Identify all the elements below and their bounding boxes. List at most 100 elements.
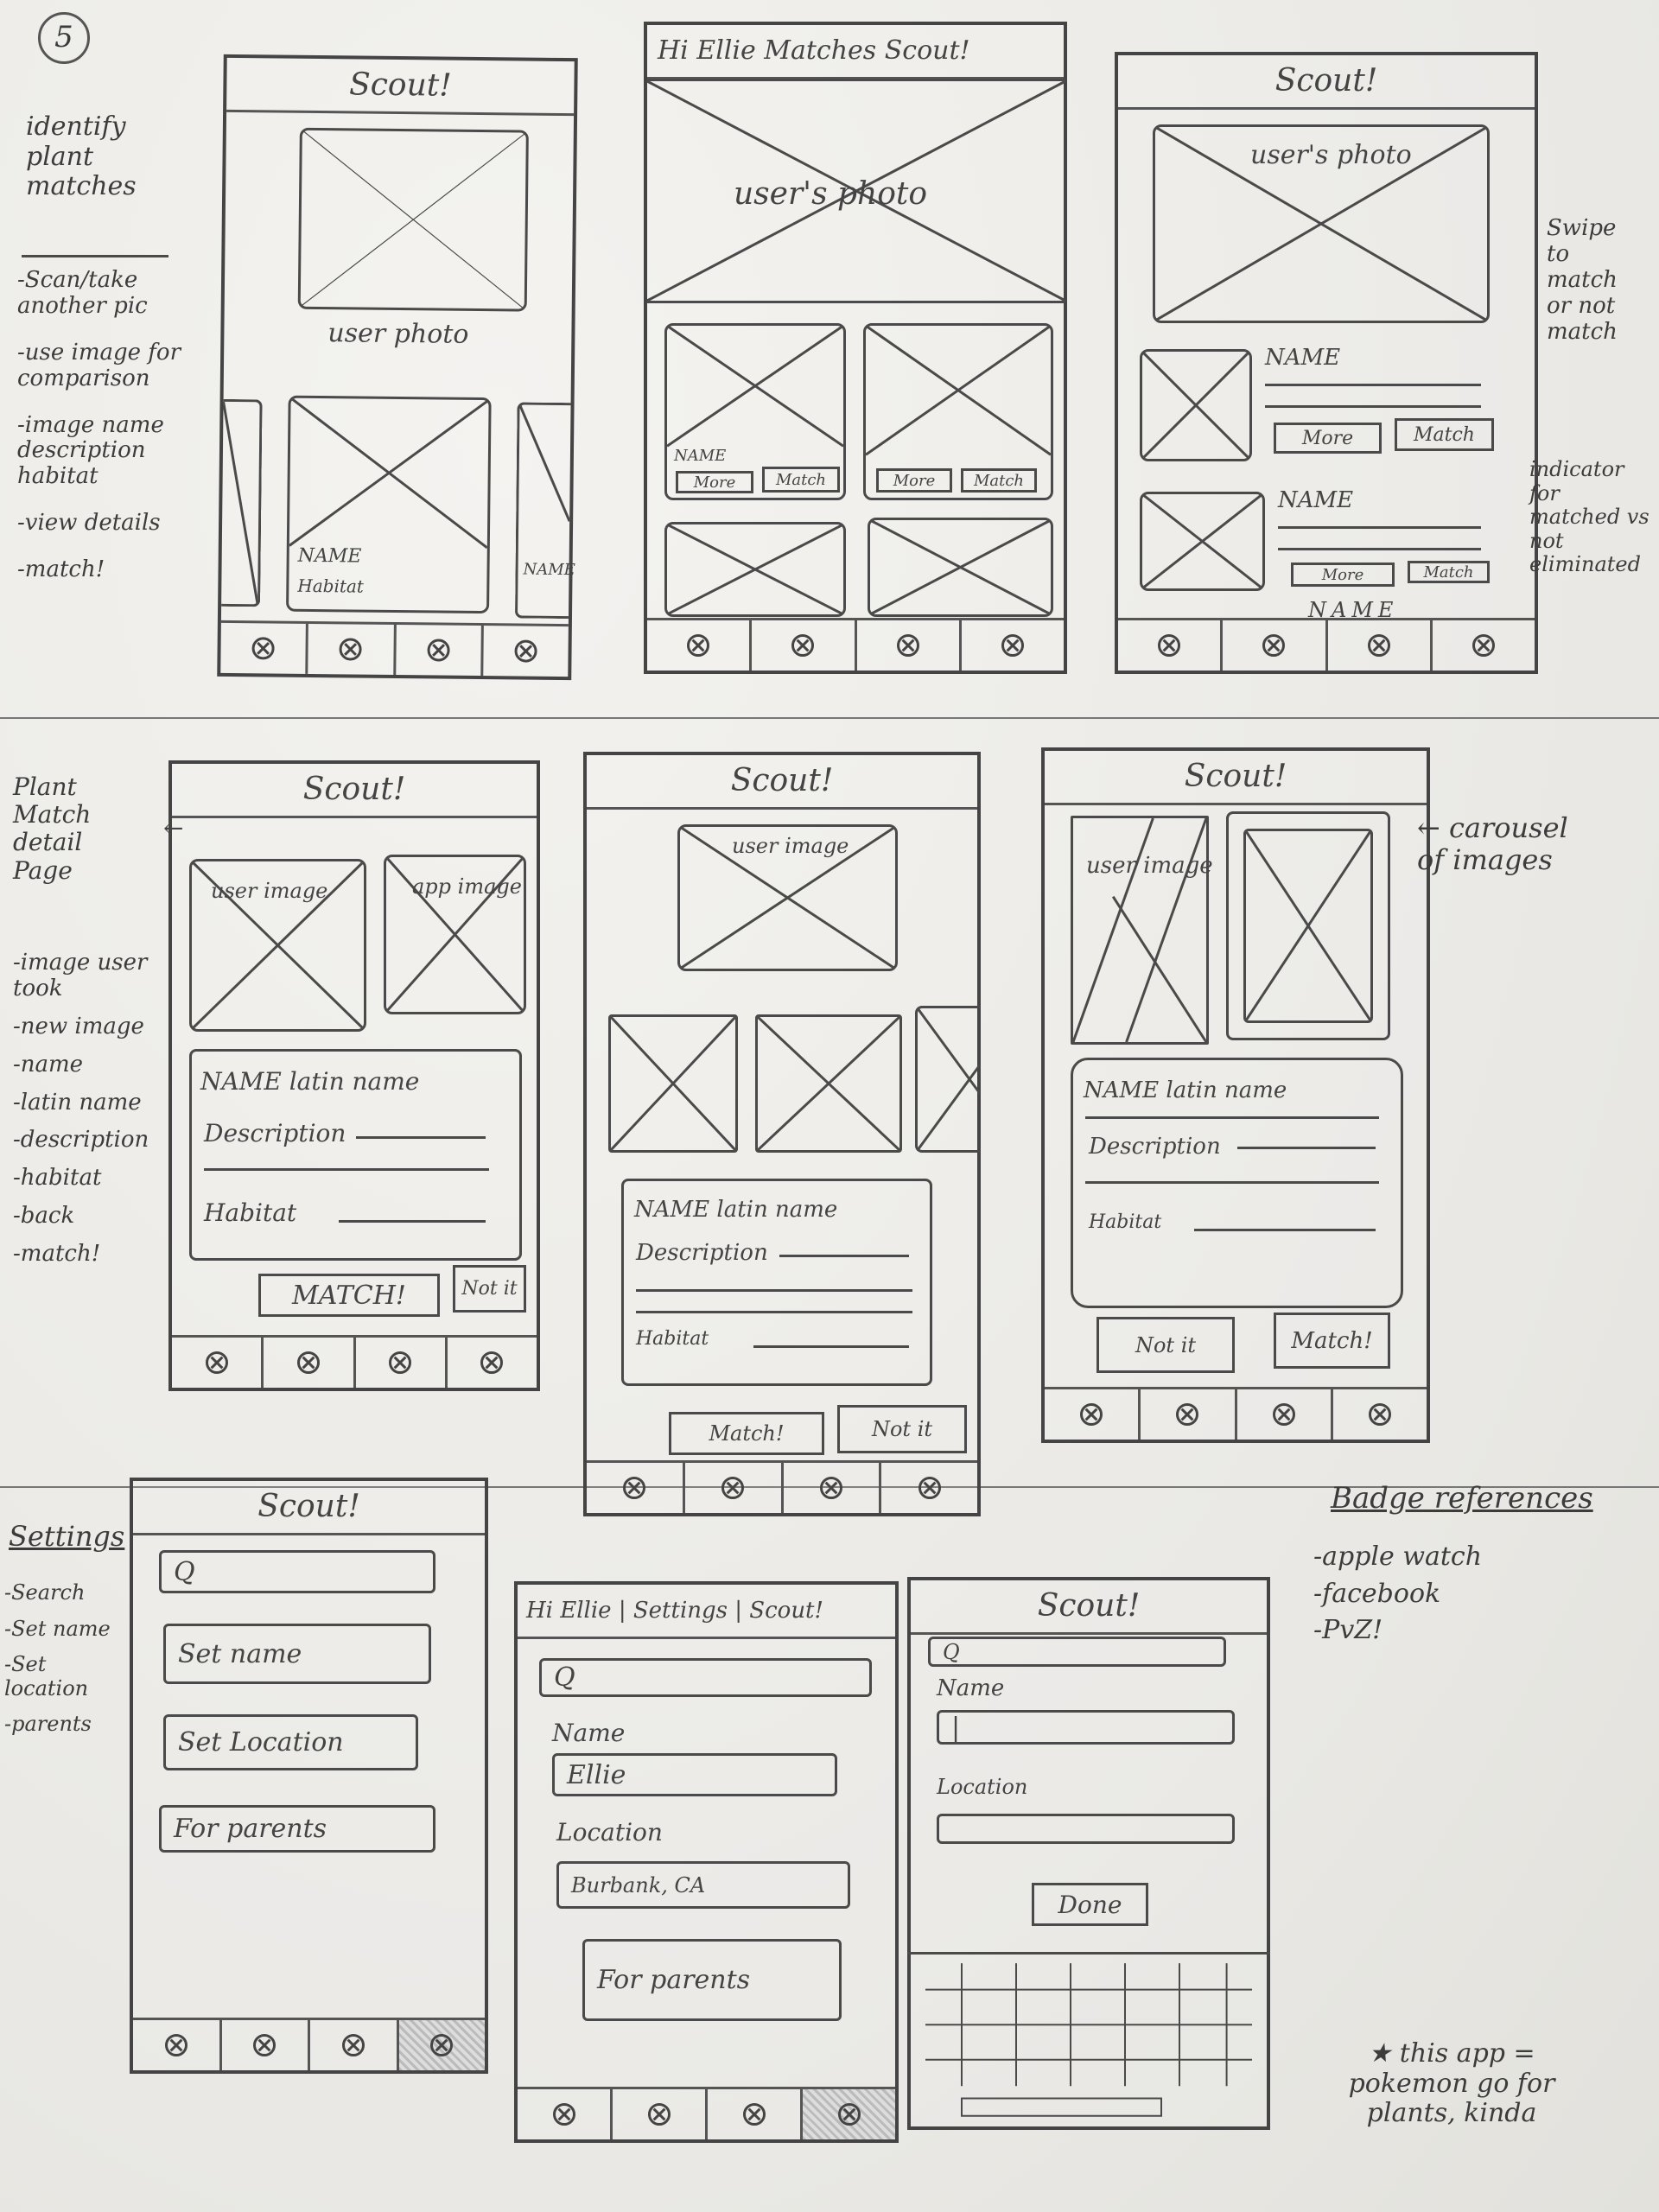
match-button[interactable]: Match [1395, 418, 1494, 451]
tab-4[interactable] [881, 1463, 977, 1513]
carousel-image-3-peek[interactable] [915, 1006, 980, 1153]
match-button[interactable]: Match [762, 467, 840, 493]
search-input[interactable]: Q [539, 1658, 872, 1697]
more-button[interactable]: More [1274, 423, 1382, 454]
tab-2[interactable] [752, 620, 857, 671]
tab-4[interactable] [962, 620, 1064, 671]
close-circle-icon [339, 638, 363, 661]
text-line [636, 1289, 912, 1292]
name-input[interactable]: Ellie [552, 1753, 837, 1796]
tab-2[interactable] [1223, 620, 1328, 671]
location-label: Location [556, 1818, 663, 1847]
tab-bar [587, 1460, 977, 1513]
tab-3[interactable] [1328, 620, 1433, 671]
match-button[interactable]: Match [1408, 561, 1490, 583]
wireframe-identify-3: Scout! user's photo NAME More Match NAME… [1115, 52, 1538, 674]
for-parents-button[interactable]: For parents [159, 1805, 435, 1853]
tab-2[interactable] [1141, 1389, 1237, 1440]
close-circle-icon [552, 2103, 575, 2126]
tab-2[interactable] [222, 2020, 310, 2070]
tab-3[interactable] [310, 2020, 399, 2070]
not-it-button[interactable]: Not it [453, 1265, 526, 1313]
carousel-image-1[interactable] [608, 1014, 738, 1153]
back-arrow-icon[interactable]: ← [163, 814, 184, 842]
app-title: Scout! [911, 1580, 1267, 1635]
text-line [753, 1345, 909, 1348]
note-item: -image user took [13, 950, 148, 1001]
search-input[interactable]: Q [159, 1550, 435, 1593]
page-number: 5 [38, 12, 90, 64]
wireframe-detail-1: Scout! ← user image app image NAME latin… [163, 760, 540, 1391]
tab-4[interactable] [1433, 620, 1535, 671]
more-button[interactable]: More [1291, 563, 1395, 587]
tab-1[interactable] [647, 620, 753, 671]
match-card-center[interactable]: NAME Habitat [286, 395, 492, 614]
carousel-image-front[interactable] [1243, 829, 1373, 1023]
note-item: -view details [17, 510, 161, 537]
tab-2[interactable] [613, 2089, 708, 2139]
tab-4-active[interactable] [803, 2089, 895, 2139]
app-title: Scout! [172, 764, 537, 818]
plant-name: NAME latin name [200, 1067, 420, 1096]
match-button[interactable]: Match [961, 468, 1037, 493]
tab-4-active[interactable] [398, 2020, 485, 2070]
match-tile-1[interactable]: NAME More Match [664, 323, 846, 500]
tab-3[interactable] [1237, 1389, 1333, 1440]
tab-1[interactable] [133, 2020, 222, 2070]
close-circle-icon [1176, 1403, 1199, 1426]
top-nav: Hi Ellie | Settings | Scout! [518, 1585, 895, 1639]
carousel-image-2[interactable] [755, 1014, 902, 1153]
text-line [636, 1311, 912, 1313]
done-button[interactable]: Done [1032, 1883, 1148, 1926]
name-input[interactable]: | [937, 1710, 1235, 1745]
not-it-button[interactable]: Not it [1096, 1317, 1235, 1373]
tab-1[interactable] [518, 2089, 613, 2139]
badge-item: -PvZ! [1313, 1615, 1383, 1645]
tab-1[interactable] [1118, 620, 1224, 671]
location-input[interactable]: Burbank, CA [556, 1861, 850, 1909]
search-input[interactable]: Q [928, 1637, 1226, 1667]
note-item: -Search [4, 1580, 86, 1605]
match-tile-3[interactable] [664, 522, 846, 617]
set-name-field[interactable]: Set name [163, 1624, 431, 1684]
keyboard[interactable] [907, 1952, 1270, 2130]
more-button[interactable]: More [676, 471, 753, 493]
tab-2[interactable] [308, 623, 397, 675]
not-it-button[interactable]: Not it [837, 1405, 967, 1453]
set-location-field[interactable]: Set Location [163, 1714, 418, 1770]
app-title: Scout! [587, 755, 977, 810]
match-button[interactable]: Match! [669, 1412, 824, 1455]
tab-1[interactable] [1045, 1389, 1141, 1440]
tab-3[interactable] [708, 2089, 803, 2139]
close-circle-icon [514, 639, 537, 663]
text-line [1278, 526, 1481, 529]
match-tile-2[interactable]: More Match [863, 323, 1053, 500]
text-line [204, 1168, 489, 1171]
match-button[interactable]: Match! [1274, 1313, 1390, 1369]
tab-1[interactable] [172, 1338, 264, 1388]
habitat-label: Habitat [204, 1198, 297, 1227]
tab-3[interactable] [857, 620, 962, 671]
tab-3[interactable] [356, 1338, 448, 1388]
location-input[interactable] [937, 1814, 1235, 1844]
close-circle-icon [918, 1477, 941, 1499]
tab-2[interactable] [264, 1338, 356, 1388]
tab-3[interactable] [784, 1463, 882, 1513]
text-line [1085, 1181, 1379, 1184]
tab-1[interactable] [220, 622, 309, 674]
for-parents-button[interactable]: For parents [582, 1939, 842, 2021]
tab-4[interactable] [1333, 1389, 1427, 1440]
tab-2[interactable] [685, 1463, 784, 1513]
tab-bar [220, 620, 569, 677]
tab-4[interactable] [448, 1338, 537, 1388]
tab-bar [133, 2018, 485, 2070]
tab-4[interactable] [483, 626, 569, 677]
swipe-note: Swipe to match or not match [1547, 215, 1618, 345]
match-tile-4[interactable] [868, 518, 1053, 617]
close-circle-icon [1272, 1403, 1295, 1426]
name-label: Name [552, 1719, 626, 1747]
tab-1[interactable] [587, 1463, 685, 1513]
more-button[interactable]: More [876, 468, 952, 493]
match-button[interactable]: MATCH! [258, 1274, 440, 1317]
tab-3[interactable] [395, 624, 484, 677]
